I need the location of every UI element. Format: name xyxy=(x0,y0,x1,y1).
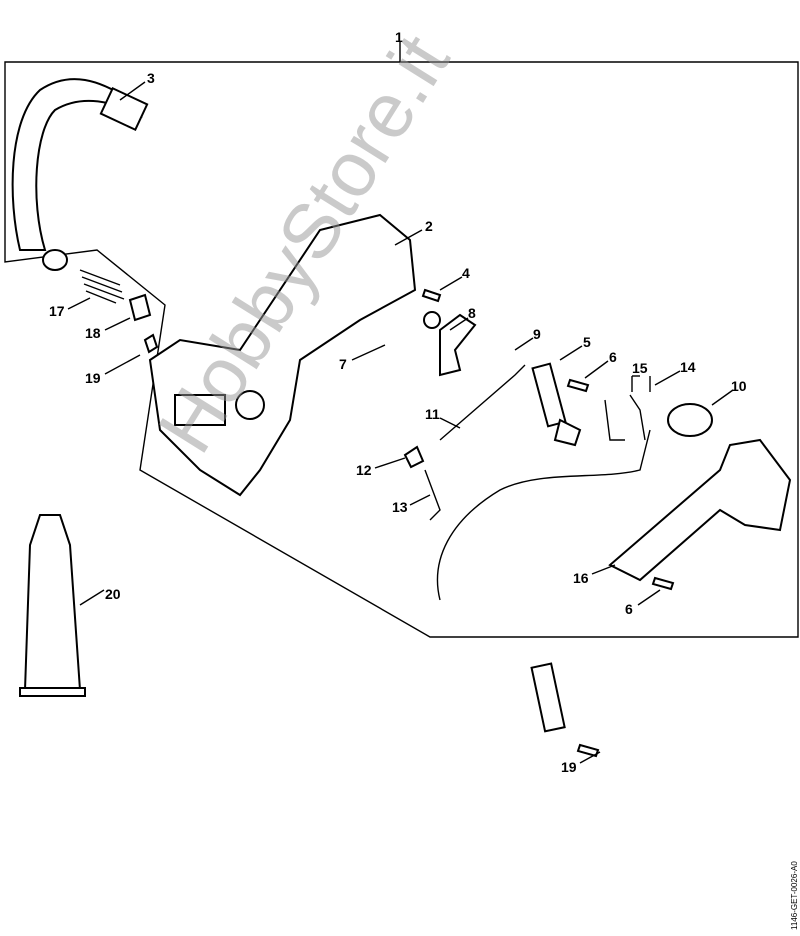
callout-10: 10 xyxy=(731,378,747,394)
spring-part xyxy=(79,269,125,304)
callout-4: 4 xyxy=(462,265,470,281)
assembly-frame xyxy=(4,61,799,638)
callout-11: 11 xyxy=(425,406,440,422)
callout-6b: 6 xyxy=(625,601,633,617)
drawing-code: 1146-GET-0026-A0 xyxy=(790,861,799,930)
callout-3: 3 xyxy=(147,70,155,86)
callout-2: 2 xyxy=(425,218,433,234)
callout-12: 12 xyxy=(356,462,372,478)
grease-tube xyxy=(23,514,82,691)
callout-5: 5 xyxy=(583,334,591,350)
callout-17: 17 xyxy=(49,303,65,319)
callout-8: 8 xyxy=(468,305,476,321)
callout-14: 14 xyxy=(680,359,696,375)
callout-13: 13 xyxy=(392,499,408,515)
callout-20: 20 xyxy=(105,586,121,602)
callout-1: 1 xyxy=(395,29,403,45)
callout-6: 6 xyxy=(609,349,617,365)
choke-part xyxy=(667,403,713,437)
callout-9: 9 xyxy=(533,326,541,342)
trigger-part xyxy=(439,313,477,377)
callout-18: 18 xyxy=(85,325,101,341)
callout-16: 16 xyxy=(573,570,589,586)
handle-cover-part xyxy=(608,438,792,582)
callout-19b: 19 xyxy=(561,759,577,775)
callout-19: 19 xyxy=(85,370,101,386)
callout-15: 15 xyxy=(632,360,648,376)
av-spring-part xyxy=(531,362,567,428)
callout-7: 7 xyxy=(339,356,347,372)
